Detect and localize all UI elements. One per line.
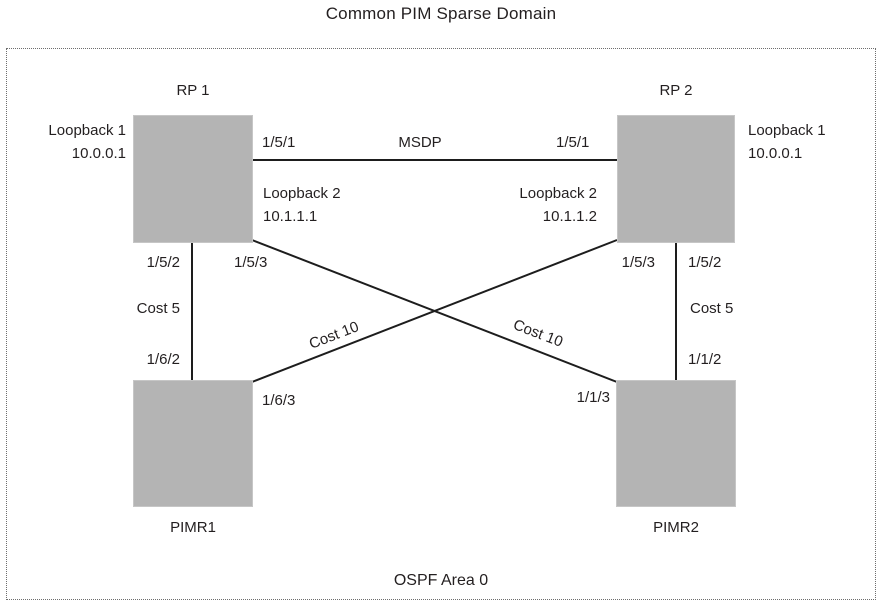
rp2-loopback2-ip: 10.1.1.2 — [542, 208, 597, 225]
rp1-loopback1-label: Loopback 1 — [48, 122, 126, 139]
rp1-crosslink-port-label: 1/5/3 — [234, 254, 268, 271]
rp1-pimr1-cost-label: Cost 5 — [136, 300, 180, 317]
rp2-loopback1-block: Loopback 1 10.0.0.1 — [748, 119, 862, 165]
pimr1-crosslink-port-label: 1/6/3 — [262, 392, 296, 409]
node-pimr2 — [616, 380, 736, 507]
rp2-loopback1-ip: 10.0.0.1 — [748, 145, 803, 162]
rp1-loopback2-label: Loopback 2 — [263, 185, 341, 202]
node-pimr1 — [133, 380, 253, 507]
pimr1-uplink-port-label: 1/6/2 — [146, 351, 180, 368]
rp2-loopback2-label: Loopback 2 — [519, 185, 597, 202]
diagram-title: Common PIM Sparse Domain — [325, 4, 557, 23]
node-rp1-label: RP 1 — [176, 82, 210, 99]
node-pimr2-label: PIMR2 — [653, 519, 699, 536]
node-rp2 — [617, 115, 735, 243]
node-rp2-label: RP 2 — [659, 82, 693, 99]
rp1-loopback2-ip: 10.1.1.1 — [263, 208, 318, 225]
rp1-downlink-port-label: 1/5/2 — [146, 254, 180, 271]
rp2-loopback1-label: Loopback 1 — [748, 122, 826, 139]
rp2-pimr2-cost-label: Cost 5 — [690, 300, 734, 317]
ospf-area-label: OSPF Area 0 — [393, 572, 489, 589]
pimr2-crosslink-port-label: 1/1/3 — [576, 389, 610, 406]
node-pimr1-label: PIMR1 — [170, 519, 216, 536]
pim-domain-boundary — [6, 48, 876, 600]
rp2-msdp-port-label: 1/5/1 — [556, 134, 590, 151]
rp1-loopback1-block: Loopback 1 10.0.0.1 — [12, 119, 126, 165]
rp1-loopback2-block: Loopback 2 10.1.1.1 — [263, 182, 373, 228]
msdp-link-label: MSDP — [398, 134, 442, 151]
rp2-downlink-port-label: 1/5/2 — [688, 254, 722, 271]
rp2-loopback2-block: Loopback 2 10.1.1.2 — [487, 182, 597, 228]
pimr2-uplink-port-label: 1/1/2 — [688, 351, 722, 368]
node-rp1 — [133, 115, 253, 243]
rp2-crosslink-port-label: 1/5/3 — [621, 254, 655, 271]
rp1-loopback1-ip: 10.0.0.1 — [71, 145, 126, 162]
pimr1-rp2-link-line — [251, 239, 618, 383]
rp1-msdp-port-label: 1/5/1 — [262, 134, 296, 151]
